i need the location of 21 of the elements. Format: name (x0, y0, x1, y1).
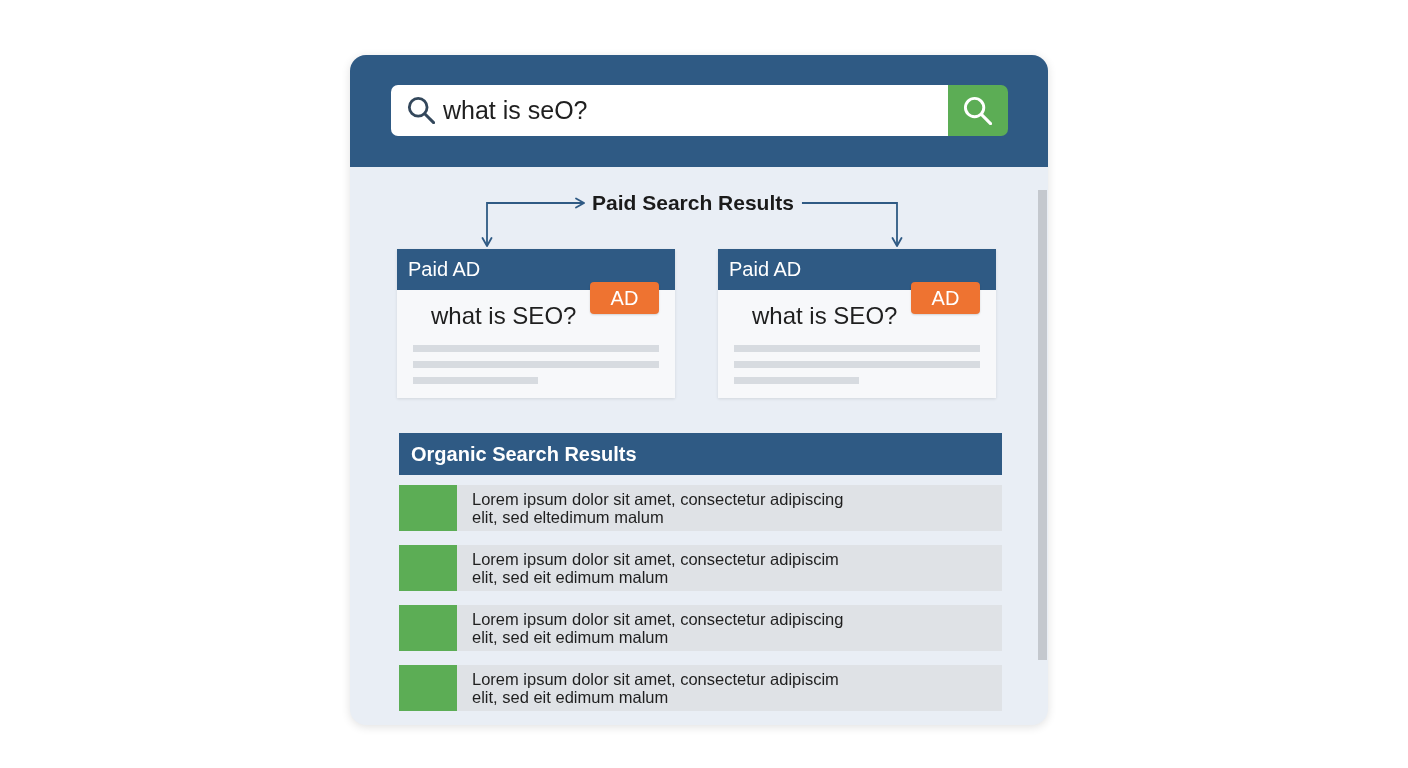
result-snippet: Lorem ipsum dolor sit amet, consectetur adipiscim elit, sed eit edimum malum (472, 670, 840, 706)
result-row (399, 605, 1002, 651)
search-field: what is seO? (391, 85, 948, 136)
ad-headline: what is SEO? (752, 301, 898, 331)
result-snippet: Lorem ipsum dolor sit amet, consectetur adipiscim elit, sed eit edimum malum (472, 550, 840, 586)
result-row (399, 485, 1002, 531)
result-snippet: Lorem ipsum dolor sit amet, consectetur adipiscing elit, sed eltedimum malum (472, 490, 845, 526)
ad-badge: AD (911, 282, 980, 314)
card-header: Paid AD (397, 249, 675, 290)
arrow (801, 202, 903, 247)
section-title: Paid Search Results (592, 190, 794, 216)
ad-headline: what is SEO? (431, 301, 577, 331)
ad-card (397, 249, 675, 398)
result-row (399, 665, 1002, 711)
result-row (399, 545, 1002, 591)
result-snippet: Lorem ipsum dolor sit amet, consectetur adipiscing elit, sed eit edimum malum (472, 610, 845, 646)
section-header: Organic Search Results (399, 433, 1002, 475)
arrow (481, 197, 585, 247)
ad-card (718, 249, 996, 398)
card-header: Paid AD (718, 249, 996, 290)
ad-badge: AD (590, 282, 659, 314)
